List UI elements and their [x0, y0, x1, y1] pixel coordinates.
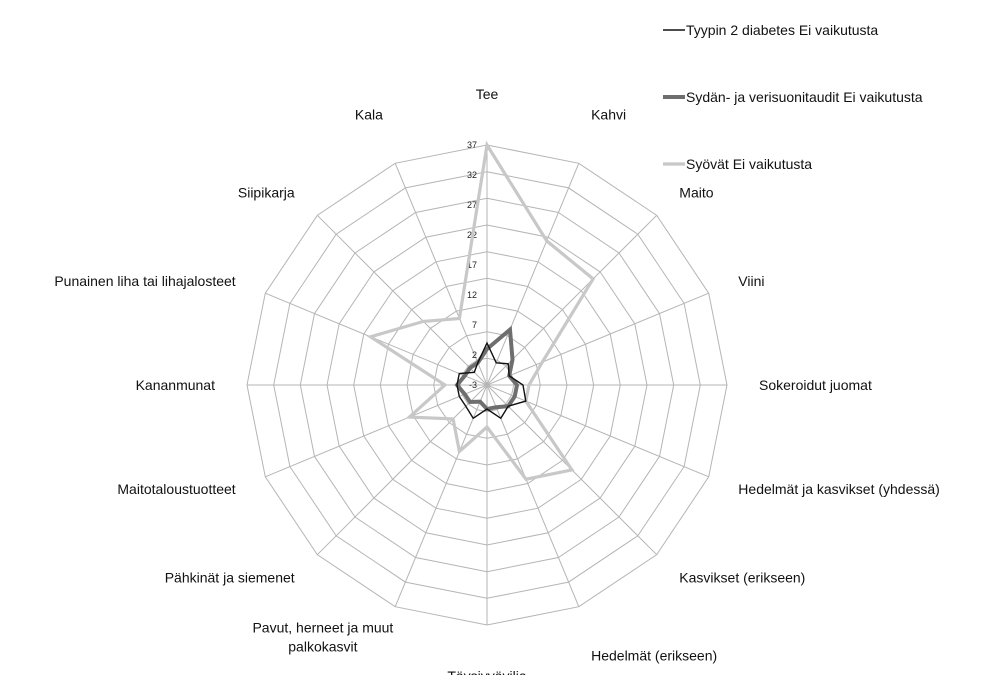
tick-label: 37 — [467, 140, 477, 150]
grid-spoke — [486, 384, 709, 478]
grid-spoke — [486, 163, 580, 386]
tick-label: 12 — [467, 290, 477, 300]
tick-label: -3 — [469, 380, 477, 390]
category-label: Kananmunat — [136, 377, 216, 393]
series-line — [366, 140, 596, 481]
category-label: Maitotaloustuotteet — [117, 481, 235, 497]
legend-label: Sydän- ja verisuonitaudit Ei vaikutusta — [686, 89, 923, 105]
tick-label: 27 — [467, 200, 477, 210]
grid-spoke — [316, 214, 488, 386]
tick-label: 7 — [472, 320, 477, 330]
category-label: Täysjyvävilja — [447, 668, 527, 675]
grid-spoke — [265, 384, 488, 478]
tick-label: 2 — [472, 350, 477, 360]
category-label: Hedelmät (erikseen) — [591, 647, 717, 663]
category-label: Punainen liha tai lihajalosteet — [54, 273, 235, 289]
category-label: Siipikarja — [238, 185, 295, 201]
grid-spoke — [394, 384, 488, 607]
category-label: Kasvikset (erikseen) — [679, 569, 805, 585]
series-lines — [366, 140, 596, 481]
category-label: Pähkinät ja siemenet — [165, 569, 295, 585]
category-label: Sokeroidut juomat — [759, 377, 872, 393]
grid-spoke — [486, 292, 709, 386]
category-label: Hedelmät ja kasvikset (yhdessä) — [738, 481, 940, 497]
category-label: Tee — [476, 86, 499, 102]
legend-label: Tyypin 2 diabetes Ei vaikutusta — [686, 22, 878, 38]
category-label: Viini — [738, 273, 764, 289]
tick-label: 17 — [467, 260, 477, 270]
grid-spoke — [486, 384, 580, 607]
category-label: Maito — [679, 185, 713, 201]
category-label: Kala — [355, 107, 383, 123]
tick-label: 32 — [467, 170, 477, 180]
category-label: Kahvi — [591, 107, 626, 123]
series-line — [456, 341, 527, 420]
grid-spoke — [486, 214, 658, 386]
grid-spoke — [394, 163, 488, 386]
grid-spoke — [316, 384, 488, 556]
radar-grid — [246, 144, 728, 626]
legend-label: Syövät Ei vaikutusta — [686, 156, 812, 172]
